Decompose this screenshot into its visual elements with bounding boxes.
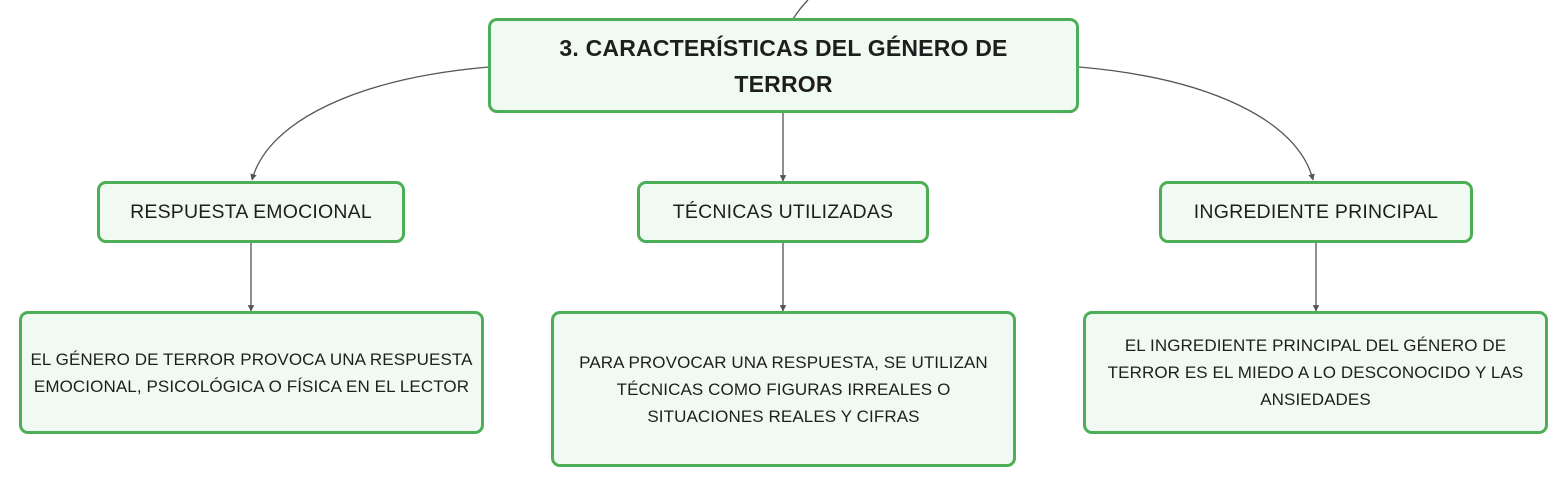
connector-root-to-ingrediente-principal <box>1078 66 1315 181</box>
topic-label-respuesta-emocional: RESPUESTA EMOCIONAL <box>130 200 372 223</box>
connector-root-to-respuesta-emocional <box>250 66 490 181</box>
detail-text-tecnicas-utilizadas: PARA PROVOCAR UNA RESPUESTA, SE UTILIZAN… <box>579 352 988 426</box>
detail-node-ingrediente-principal[interactable]: EL INGREDIENTE PRINCIPAL DEL GÉNERO DE T… <box>1083 311 1548 434</box>
root-topic-node[interactable]: 3. CARACTERÍSTICAS DEL GÉNERO DE TERROR <box>488 18 1079 113</box>
topic-label-tecnicas-utilizadas: TÉCNICAS UTILIZADAS <box>672 200 894 223</box>
topic-label-ingrediente-principal: INGREDIENTE PRINCIPAL <box>1193 200 1439 223</box>
topic-node-ingrediente-principal[interactable]: INGREDIENTE PRINCIPAL <box>1159 181 1473 243</box>
detail-text-respuesta-emocional: EL GÉNERO DE TERROR PROVOCA UNA RESPUEST… <box>30 349 473 396</box>
detail-text-ingrediente-principal: EL INGREDIENTE PRINCIPAL DEL GÉNERO DE T… <box>1107 336 1524 409</box>
connector-parent-to-root <box>792 0 809 20</box>
topic-node-respuesta-emocional[interactable]: RESPUESTA EMOCIONAL <box>97 181 405 243</box>
root-topic-label: 3. CARACTERÍSTICAS DEL GÉNERO DE TERROR <box>559 34 1008 97</box>
topic-node-tecnicas-utilizadas[interactable]: TÉCNICAS UTILIZADAS <box>637 181 929 243</box>
detail-node-respuesta-emocional[interactable]: EL GÉNERO DE TERROR PROVOCA UNA RESPUEST… <box>19 311 484 434</box>
detail-node-tecnicas-utilizadas[interactable]: PARA PROVOCAR UNA RESPUESTA, SE UTILIZAN… <box>551 311 1016 467</box>
